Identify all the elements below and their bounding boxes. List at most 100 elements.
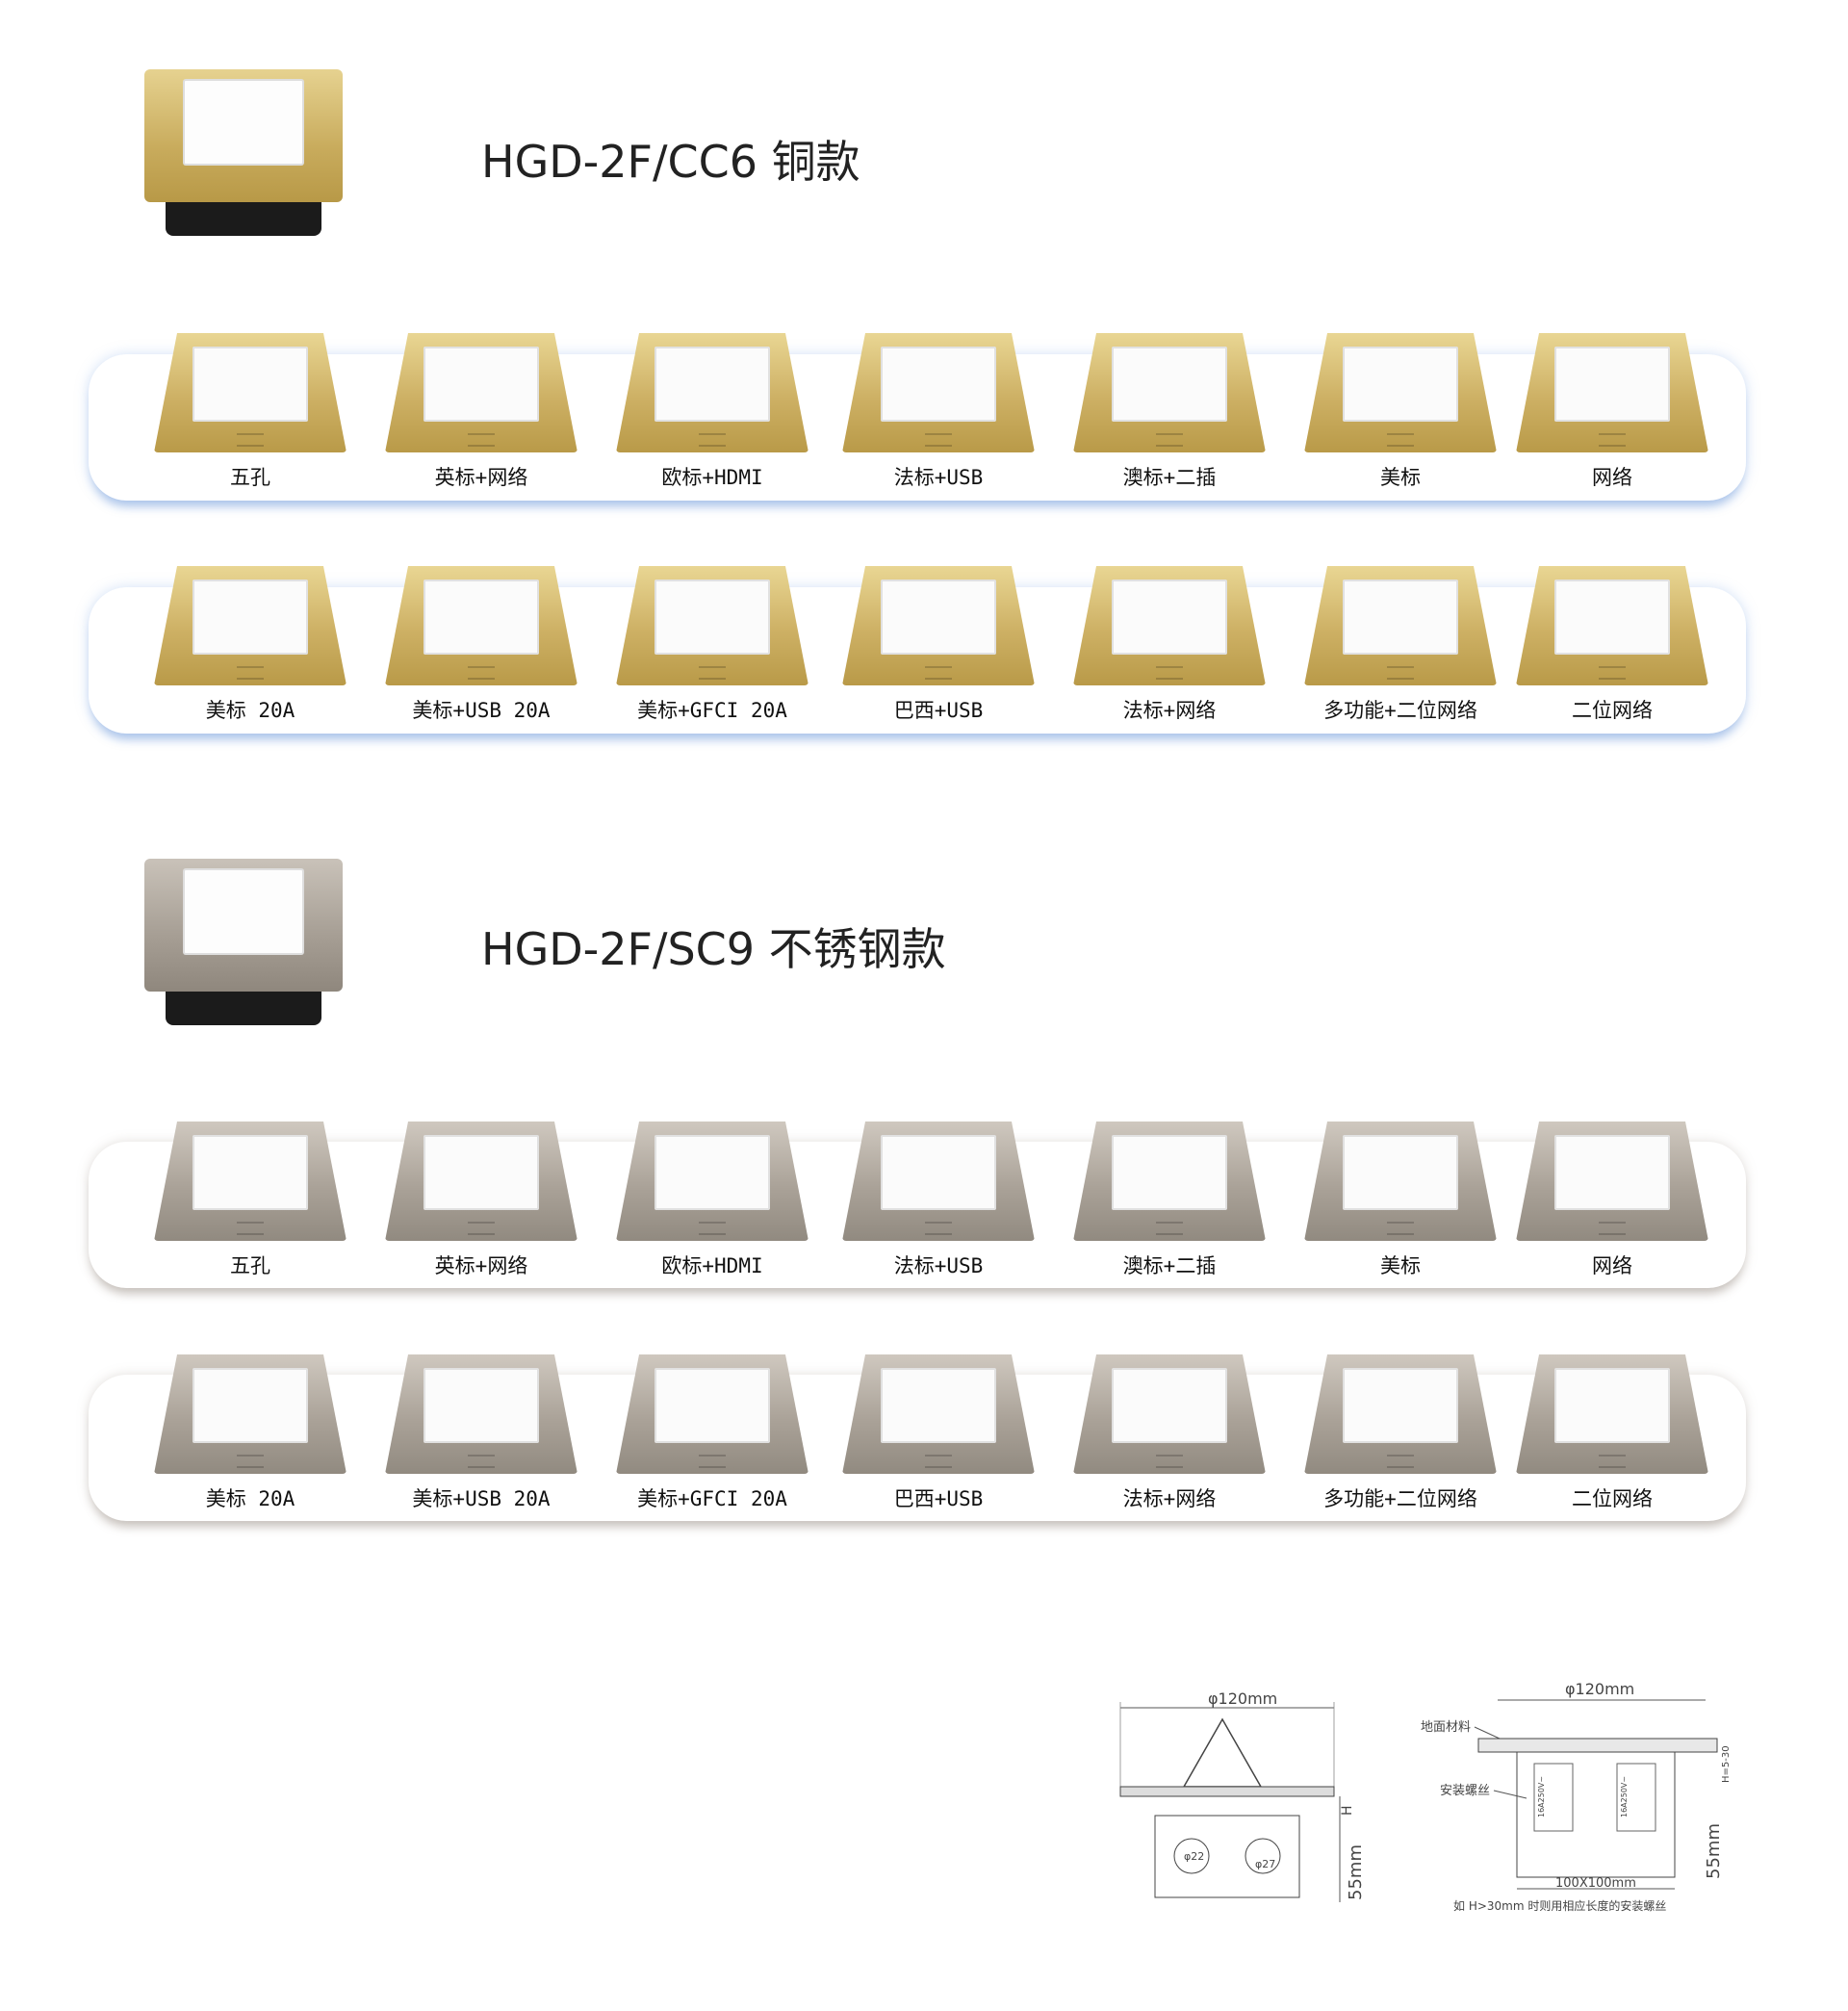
push-mark [1599, 1455, 1626, 1468]
product-steel-2-5 [1073, 1354, 1266, 1482]
push-mark [1156, 666, 1183, 680]
socket-face [192, 1135, 308, 1210]
push-mark [468, 666, 495, 680]
product-gold-1-6 [1304, 333, 1497, 460]
socket-face [1343, 347, 1458, 422]
product-gold-2-3 [616, 566, 808, 693]
push-mark [699, 666, 726, 680]
product-label: 英标+网络 [434, 466, 528, 489]
diag-right-height: 55mm [1704, 1823, 1724, 1879]
product-steel-1-1 [154, 1122, 346, 1249]
diag-right-base: 100X100mm [1555, 1876, 1636, 1891]
product-steel-2-4 [842, 1354, 1035, 1482]
socket-face [424, 347, 539, 422]
product-label: 美标 20A [205, 699, 295, 722]
product-steel-2-7 [1516, 1354, 1708, 1482]
socket-face [654, 1368, 770, 1443]
product-label: 巴西+USB [893, 699, 984, 722]
socket-face [1343, 1135, 1458, 1210]
push-mark [1156, 1455, 1183, 1468]
product-gold-2-1 [154, 566, 346, 693]
diag-left-diameter: φ120mm [1208, 1690, 1277, 1708]
product-label: 美标 20A [205, 1487, 295, 1510]
socket-face [192, 347, 308, 422]
push-mark [1599, 433, 1626, 447]
socket-face [1554, 580, 1670, 655]
hero-product-copper [144, 69, 346, 243]
hero-lid [183, 79, 304, 166]
socket-face [424, 1135, 539, 1210]
product-gold-2-7 [1516, 566, 1708, 693]
product-gold-1-3 [616, 333, 808, 460]
push-mark [1387, 1222, 1414, 1235]
diag-right-hrange: H=5-30 [1721, 1745, 1732, 1783]
product-gold-1-7 [1516, 333, 1708, 460]
product-steel-1-4 [842, 1122, 1035, 1249]
product-label: 多功能+二位网络 [1323, 699, 1477, 722]
socket-face [424, 580, 539, 655]
product-steel-2-6 [1304, 1354, 1497, 1482]
push-mark [468, 1222, 495, 1235]
diag-left-hole-b: φ27 [1255, 1858, 1275, 1870]
product-steel-2-3 [616, 1354, 808, 1482]
push-mark [1599, 1222, 1626, 1235]
hero-product-steel [144, 859, 346, 1032]
product-steel-2-1 [154, 1354, 346, 1482]
section-title-copper: HGD-2F/CC6 铜款 [481, 136, 860, 188]
product-gold-2-5 [1073, 566, 1266, 693]
socket-face [654, 1135, 770, 1210]
product-label: 英标+网络 [434, 1254, 528, 1277]
product-steel-1-7 [1516, 1122, 1708, 1249]
push-mark [237, 1222, 264, 1235]
diag-right-rating-b: 16A250V~ [1620, 1776, 1629, 1818]
product-label: 美标+USB 20A [412, 1487, 551, 1510]
socket-face [1554, 1368, 1670, 1443]
socket-face [1554, 1135, 1670, 1210]
section-title-steel: HGD-2F/SC9 不锈钢款 [481, 923, 946, 975]
product-gold-1-4 [842, 333, 1035, 460]
socket-face [881, 1135, 996, 1210]
product-steel-1-2 [385, 1122, 578, 1249]
socket-face [1112, 580, 1227, 655]
diag-right-floor: 地面材料 [1421, 1720, 1471, 1735]
diag-right-note: 如 H>30mm 时则用相应长度的安装螺丝 [1453, 1898, 1666, 1913]
socket-face [1112, 1135, 1227, 1210]
product-label: 五孔 [230, 466, 270, 489]
product-label: 二位网络 [1572, 1487, 1653, 1510]
hero-lid [183, 868, 304, 955]
product-gold-1-1 [154, 333, 346, 460]
product-label: 法标+USB [893, 466, 984, 489]
product-label: 巴西+USB [893, 1487, 984, 1510]
socket-face [1343, 1368, 1458, 1443]
push-mark [468, 1455, 495, 1468]
push-mark [1387, 666, 1414, 680]
socket-face [1112, 1368, 1227, 1443]
product-label: 美标+GFCI 20A [637, 1487, 787, 1510]
diag-right-screw: 安装螺丝 [1440, 1784, 1490, 1798]
product-label: 网络 [1592, 466, 1632, 489]
dimension-diagram-right: φ120mm 地面材料 16A250V~ 16A250V~ 安装螺丝 H=5-3… [1421, 1675, 1738, 1921]
product-label: 法标+USB [893, 1254, 984, 1277]
push-mark [925, 1455, 952, 1468]
diag-right-rating-a: 16A250V~ [1537, 1776, 1546, 1818]
product-label: 美标+GFCI 20A [637, 699, 787, 722]
product-label: 五孔 [230, 1254, 270, 1277]
product-label: 法标+网络 [1122, 1487, 1217, 1510]
push-mark [1387, 433, 1414, 447]
product-steel-1-3 [616, 1122, 808, 1249]
product-gold-2-2 [385, 566, 578, 693]
diag-left-h: H [1340, 1805, 1355, 1816]
socket-face [1343, 580, 1458, 655]
socket-face [192, 580, 308, 655]
product-gold-2-4 [842, 566, 1035, 693]
push-mark [699, 1222, 726, 1235]
push-mark [925, 1222, 952, 1235]
product-steel-1-5 [1073, 1122, 1266, 1249]
product-steel-2-2 [385, 1354, 578, 1482]
product-label: 欧标+HDMI [661, 466, 763, 489]
push-mark [699, 433, 726, 447]
push-mark [1156, 1222, 1183, 1235]
socket-face [881, 1368, 996, 1443]
push-mark [1156, 433, 1183, 447]
push-mark [699, 1455, 726, 1468]
